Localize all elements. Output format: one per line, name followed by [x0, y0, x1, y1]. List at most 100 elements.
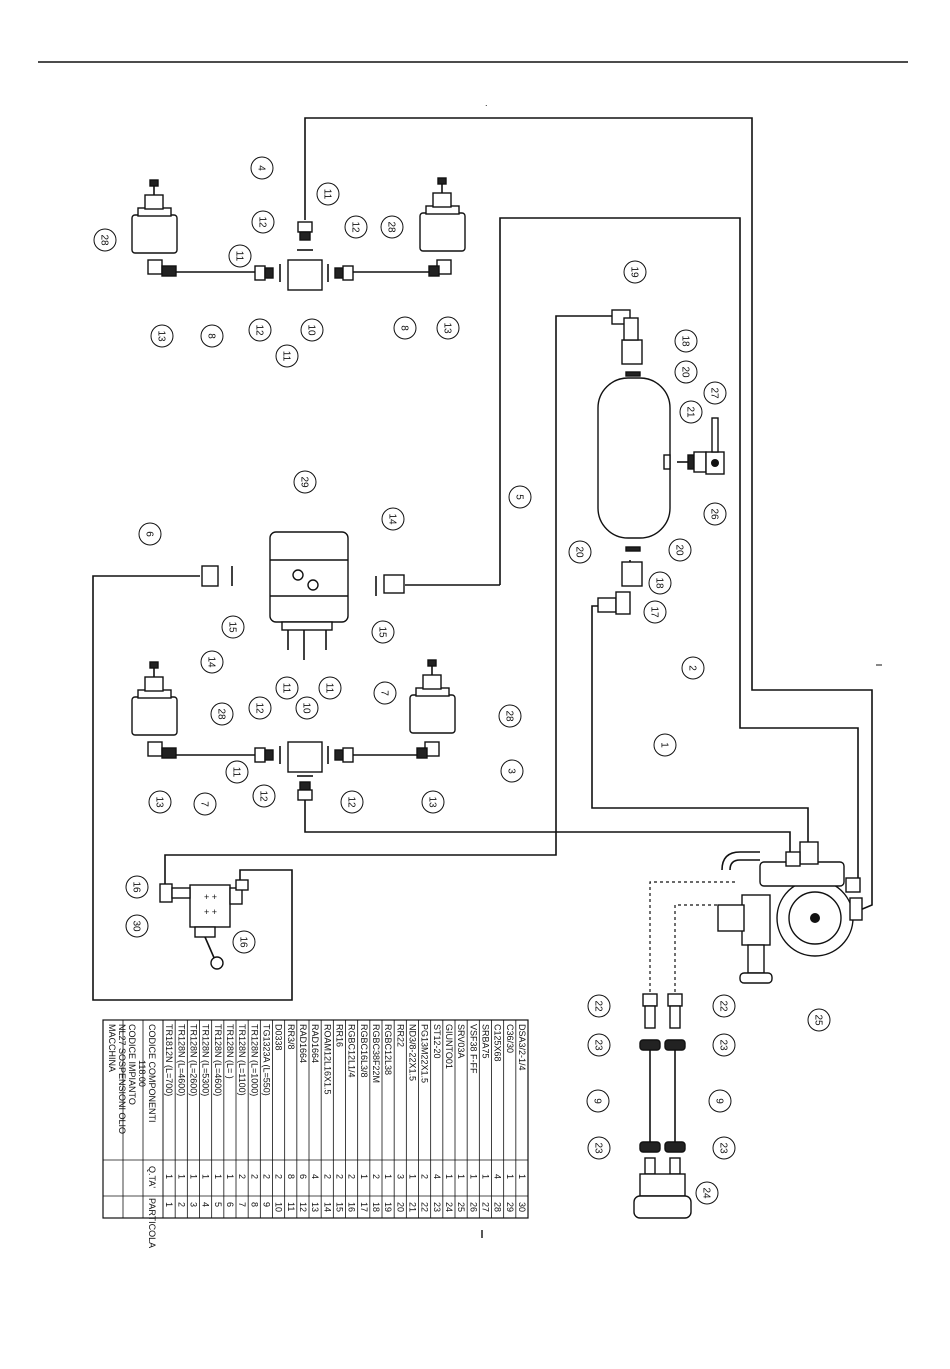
row-code: C125X68: [493, 1024, 503, 1062]
tank-port: [663, 454, 671, 470]
cylinder-28-bottom-right: [409, 659, 456, 734]
callout-13: 13: [421, 790, 445, 814]
callout-circle: [138, 522, 162, 546]
callout-number: 20: [574, 546, 585, 558]
clamp-23-upper-left: [639, 1039, 661, 1051]
callout-28: 28: [210, 702, 234, 726]
callout-circle: [436, 316, 460, 340]
callout-11: 11: [275, 676, 299, 700]
row-code: RAD1664: [298, 1024, 308, 1063]
fitting-14-right: [383, 574, 405, 594]
row-qty: 1: [444, 1174, 454, 1179]
callout-number: 13: [427, 796, 438, 808]
svg-text:+ +: + +: [204, 892, 217, 902]
callout-number: 11: [231, 767, 242, 778]
row-qty: 2: [347, 1174, 357, 1179]
row-qty: 2: [261, 1174, 271, 1179]
callout-22: 22: [587, 994, 611, 1018]
row-part: 14: [322, 1202, 332, 1212]
washer-20-top: [625, 371, 641, 377]
row-code: RGBC12L1/4: [347, 1024, 357, 1078]
callout-number: 28: [216, 708, 227, 720]
cylinder-28-top-left: [131, 179, 178, 254]
callout-number: 29: [299, 476, 310, 488]
elbow-13-bottom-right: [416, 741, 440, 759]
row-code: RAD1664: [310, 1024, 320, 1063]
callout-18: 18: [648, 571, 672, 595]
fitting-12-bottom-left: [254, 747, 274, 763]
callout-circle: [708, 1089, 732, 1113]
header-plant-label: CODICE IMPIANTO: [127, 1024, 137, 1105]
dashed-line-b: [674, 904, 720, 992]
row-qty: 1: [164, 1174, 174, 1179]
row-code: RGBC12L38: [383, 1024, 393, 1075]
callout-circle: [251, 210, 275, 234]
callout-14: 14: [200, 650, 224, 674]
row-qty: 4: [432, 1174, 442, 1179]
callout-3: 3: [500, 759, 524, 783]
callout-circle: [681, 656, 705, 680]
callout-13: 13: [436, 316, 460, 340]
row-qty: 6: [298, 1174, 308, 1179]
row-code: SRBA75: [480, 1024, 490, 1059]
header-machine-label: MACCHINA: [107, 1024, 117, 1072]
callout-circle: [221, 615, 245, 639]
callout-circle: [695, 1181, 719, 1205]
row-code: TR128N (L=1100): [237, 1024, 247, 1096]
row-part: 20: [395, 1202, 405, 1212]
row-part: 30: [517, 1202, 527, 1212]
callout-number: 15: [377, 626, 388, 638]
row-part: 29: [505, 1202, 515, 1212]
callout-15: 15: [371, 620, 395, 644]
callout-circle: [807, 1008, 831, 1032]
callout-7: 7: [373, 681, 397, 705]
row-qty: 1: [505, 1174, 515, 1179]
row-part: 15: [334, 1202, 344, 1212]
callout-1: 1: [653, 733, 677, 757]
header-plant-value: 118.00: [137, 1060, 147, 1087]
row-code: RR22: [395, 1024, 405, 1047]
callout-23: 23: [587, 1136, 611, 1160]
coupling-24: [633, 1157, 692, 1219]
callout-11: 11: [225, 760, 249, 784]
fitting-16-right: [229, 879, 249, 905]
callout-10: 10: [295, 696, 319, 720]
callout-number: 11: [324, 683, 335, 694]
callout-number: 11: [281, 351, 292, 362]
callout-4: 4: [250, 156, 274, 180]
callout-18: 18: [674, 329, 698, 353]
callout-number: 23: [718, 1039, 729, 1051]
callout-number: 12: [254, 702, 265, 714]
callout-circle: [125, 914, 149, 938]
callout-number: 19: [629, 266, 640, 278]
hose-2: [499, 217, 859, 890]
row-qty: 1: [383, 1174, 393, 1179]
callout-number: 14: [387, 513, 398, 525]
callout-number: 30: [131, 920, 142, 932]
callout-15: 15: [221, 615, 245, 639]
callout-number: 7: [379, 690, 390, 696]
callout-circle: [381, 507, 405, 531]
callout-circle: [232, 930, 256, 954]
row-qty: 2: [274, 1174, 284, 1179]
callout-circle: [125, 875, 149, 899]
clamp-23-lower-right: [664, 1141, 686, 1153]
row-part: 16: [347, 1202, 357, 1212]
mark-dot: .: [485, 98, 488, 108]
callout-number: 9: [592, 1098, 603, 1104]
callout-number: 15: [227, 621, 238, 633]
callout-16: 16: [232, 930, 256, 954]
callout-circle: [674, 329, 698, 353]
callout-10: 10: [300, 318, 324, 342]
callout-28: 28: [93, 228, 117, 252]
row-part: 24: [444, 1202, 454, 1212]
callout-number: 12: [350, 221, 361, 233]
row-part: 7: [237, 1202, 247, 1207]
row-part: 12: [298, 1202, 308, 1212]
callout-number: 20: [680, 366, 691, 378]
callout-number: 12: [346, 796, 357, 808]
callout-26: 26: [703, 502, 727, 526]
callout-number: 18: [654, 577, 665, 589]
callout-14: 14: [381, 507, 405, 531]
callout-28: 28: [498, 704, 522, 728]
